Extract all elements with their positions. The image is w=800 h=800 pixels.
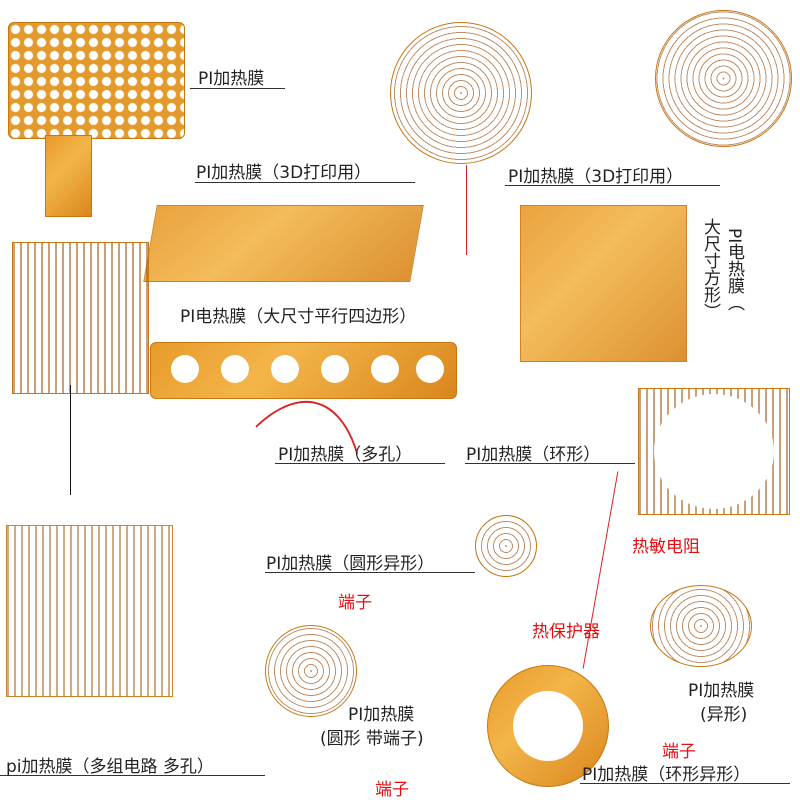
fan-shaped-film bbox=[650, 585, 752, 667]
label-terminal-3: 端子 bbox=[375, 780, 409, 800]
label-large-parallelogram: PI电热膜（大尺寸平行四边形） bbox=[180, 307, 417, 327]
leader-line bbox=[190, 88, 285, 89]
leader-line bbox=[465, 463, 635, 464]
multi-circuit-film bbox=[6, 525, 173, 697]
rect-heater-film bbox=[12, 242, 149, 394]
round-shaped-film bbox=[475, 515, 537, 577]
leader-line bbox=[275, 463, 445, 464]
label-terminal-2: 端子 bbox=[662, 742, 696, 762]
label-3d-a: PI加热膜（3D打印用） bbox=[196, 163, 372, 183]
label-multi-circuit: pi加热膜（多组电路 多孔） bbox=[6, 757, 214, 777]
label-thermistor: 热敏电阻 bbox=[632, 537, 700, 557]
ring-heater-film bbox=[638, 388, 790, 515]
label-3d-b: PI加热膜（3D打印用） bbox=[508, 167, 684, 187]
leader-line bbox=[0, 775, 265, 776]
label-multi-hole: PI加热膜（多孔） bbox=[278, 445, 413, 465]
label-shaped-2: (异形) bbox=[700, 705, 748, 725]
label-round-terminal-2: (圆形 带端子) bbox=[320, 729, 424, 749]
label-ring-shaped: PI加热膜（环形异形） bbox=[582, 765, 751, 785]
grid-heater-film bbox=[8, 22, 185, 139]
leader-line bbox=[195, 182, 415, 183]
label-pi-film: PI加热膜 bbox=[198, 69, 265, 89]
leader-line bbox=[505, 185, 720, 186]
parallelogram-film bbox=[143, 205, 424, 282]
wire bbox=[466, 165, 467, 255]
multi-hole-film bbox=[150, 342, 457, 399]
label-terminal-1: 端子 bbox=[338, 593, 372, 613]
grid-heater-tail bbox=[45, 135, 92, 217]
ring-shaped-film bbox=[487, 665, 609, 787]
label-large-square-2: 大尺寸方形） bbox=[700, 218, 720, 320]
label-thermal-protector: 热保护器 bbox=[532, 622, 600, 642]
round-3d-heater-a bbox=[390, 22, 532, 164]
round-3d-heater-b bbox=[655, 10, 792, 147]
label-round-shaped: PI加热膜（圆形异形） bbox=[266, 554, 435, 574]
label-round-terminal-1: PI加热膜 bbox=[348, 705, 415, 725]
label-shaped-1: PI加热膜 bbox=[688, 681, 755, 701]
label-ring: PI加热膜（环形） bbox=[466, 445, 601, 465]
leader-line bbox=[265, 572, 475, 573]
wire bbox=[70, 385, 71, 495]
round-terminal-film bbox=[265, 625, 357, 717]
square-film bbox=[520, 205, 687, 362]
leader-line bbox=[580, 783, 790, 784]
label-large-square-1: PI电热膜（ bbox=[724, 228, 744, 312]
